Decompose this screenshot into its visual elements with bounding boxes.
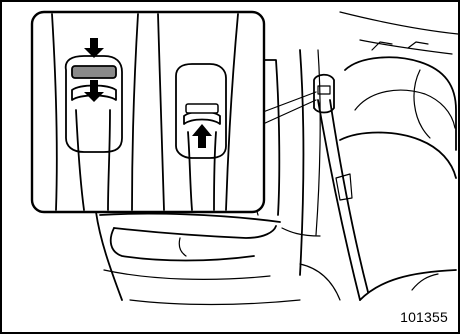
detail-inset (32, 12, 264, 212)
figure-number: 101355 (400, 309, 448, 325)
adjuster-release-button (72, 66, 116, 78)
